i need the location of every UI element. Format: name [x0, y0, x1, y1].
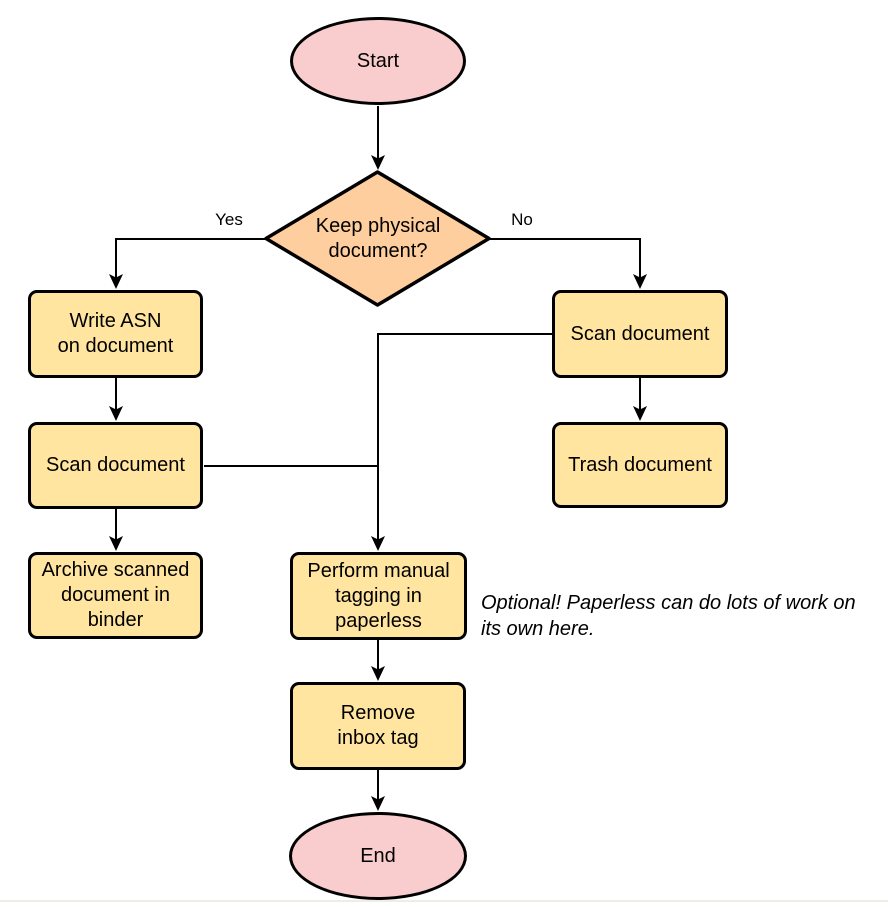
page-bottom-border: [0, 900, 888, 902]
end-node: End: [289, 812, 467, 900]
edge-scan-right-tagging: [377, 333, 552, 542]
edge-decision-scan-right: [489, 238, 641, 280]
scan-document-left-node: Scan document: [28, 422, 203, 509]
yes-edge-label: Yes: [215, 210, 243, 229]
manual-tagging-node: Perform manual tagging in paperless: [290, 552, 467, 640]
decision-node-label: Keep physical document?: [315, 215, 441, 262]
manual-tagging-node-label: Perform manual tagging in paperless: [307, 559, 450, 632]
decision-node: Keep physical document?: [288, 214, 468, 264]
arrowhead: [109, 274, 123, 289]
end-node-label: End: [360, 844, 396, 867]
scan-document-right-node: Scan document: [552, 290, 728, 378]
remove-inbox-tag-node-label: Remove inbox tag: [337, 702, 419, 749]
arrowhead: [371, 536, 385, 551]
arrowhead: [109, 406, 123, 421]
arrowhead: [371, 155, 385, 170]
decision-diamond-shape: [264, 170, 491, 307]
archive-document-node-label: Archive scanned document in binder: [41, 559, 190, 631]
remove-inbox-tag-node: Remove inbox tag: [290, 682, 466, 770]
scan-document-right-node-label: Scan document: [570, 322, 710, 345]
write-asn-node-label: Write ASN on document: [57, 310, 174, 357]
optional-annotation: Optional! Paperless can do lots of work …: [481, 592, 856, 640]
archive-document-node: Archive scanned document in binder: [28, 552, 203, 639]
scan-document-left-node-label: Scan document: [46, 454, 185, 476]
arrowhead: [633, 406, 647, 421]
write-asn-node: Write ASN on document: [28, 290, 203, 378]
arrowhead: [633, 274, 647, 289]
start-node: Start: [290, 17, 466, 105]
no-edge-label: No: [511, 210, 533, 229]
start-node-label: Start: [356, 49, 400, 72]
trash-document-node-label: Trash document: [568, 453, 712, 476]
trash-document-node: Trash document: [552, 422, 728, 508]
edge-decision-write-asn: [115, 238, 266, 280]
arrowhead: [371, 666, 385, 681]
arrowhead: [371, 796, 385, 811]
arrowhead: [109, 536, 123, 551]
